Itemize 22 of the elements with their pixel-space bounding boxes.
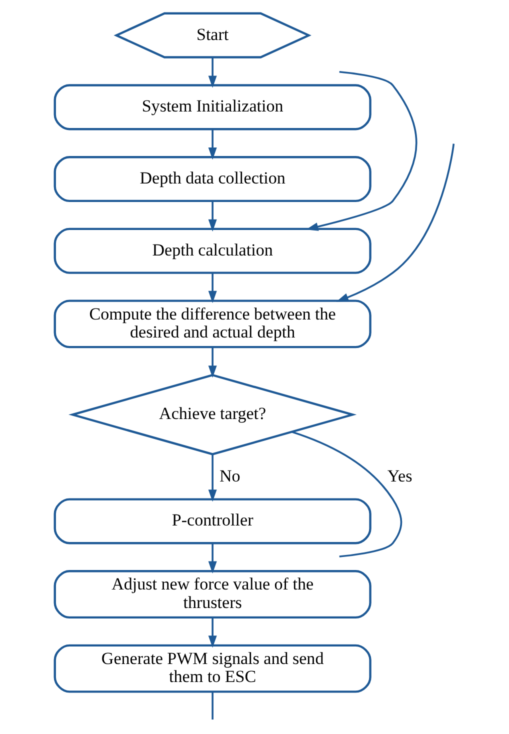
edge-label: No <box>220 466 240 486</box>
node-box: Depth calculation <box>54 228 372 274</box>
arrow <box>208 201 217 232</box>
arrow <box>208 57 217 88</box>
node-box: Depth data collection <box>54 156 372 202</box>
arrow <box>208 347 217 378</box>
node-box: Generate PWM signals and send them to ESC <box>54 644 372 693</box>
node-box: P-controller <box>54 498 372 544</box>
edge-label: Yes <box>387 466 412 486</box>
node-box: System Initialization <box>54 84 372 130</box>
arrow <box>336 144 455 302</box>
arrow <box>208 543 217 574</box>
node-diamond: Achieve target? <box>68 374 357 456</box>
connector <box>212 692 214 720</box>
arrow <box>208 129 217 160</box>
node-box: Compute the difference between the desired and actual depth <box>54 300 372 348</box>
connector <box>292 431 402 558</box>
arrow <box>208 272 217 304</box>
arrow <box>208 454 217 502</box>
node-box: Adjust new force value of the thrusters <box>54 570 372 619</box>
arrow <box>208 617 217 648</box>
arrow <box>306 70 418 231</box>
